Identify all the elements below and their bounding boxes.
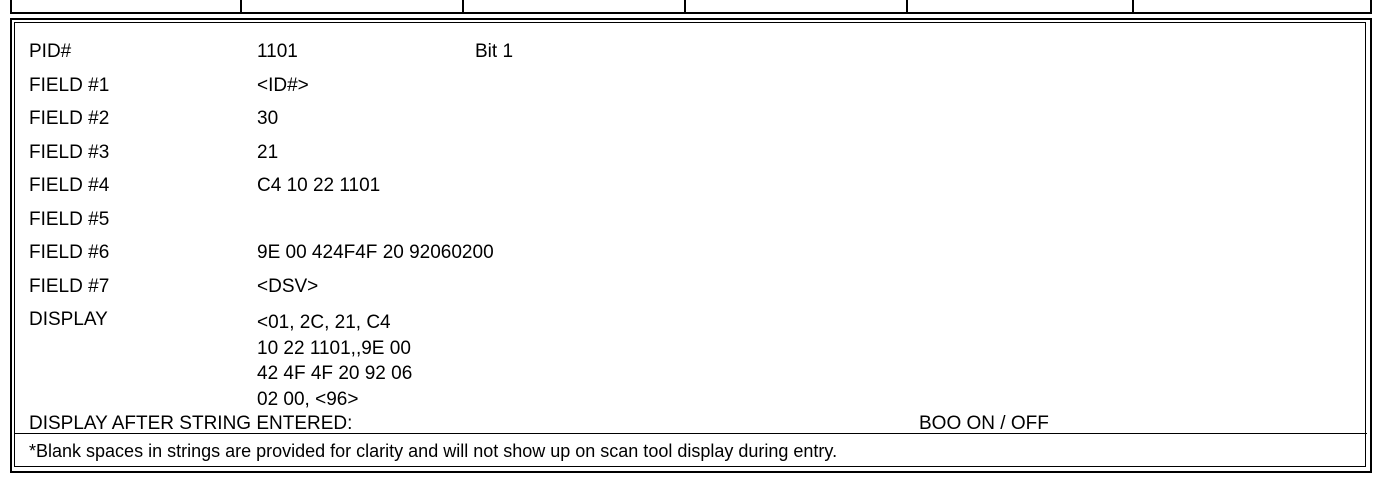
field-row: FIELD #5 — [29, 203, 1349, 237]
field-label: FIELD #6 — [29, 242, 110, 263]
column-tick — [684, 0, 686, 14]
display-after-string-row: DISPLAY AFTER STRING ENTERED: BOO ON / O… — [29, 407, 1349, 440]
field-row: FIELD #4 C4 10 22 1101 — [29, 169, 1349, 203]
pid-value: 1101 — [257, 41, 298, 62]
display-line: 10 22 1101,,9E 00 — [257, 337, 411, 359]
field-label: FIELD #1 — [29, 74, 110, 96]
footnote: *Blank spaces in strings are provided fo… — [29, 441, 838, 461]
previous-table-edge — [10, 0, 1372, 14]
display-line: 42 4F 4F 20 92 06 — [257, 363, 413, 384]
field-row: FIELD #6 9E 00 424F4F 20 92060200 — [29, 236, 1349, 270]
field-row: FIELD #1 <ID#> — [29, 69, 1349, 103]
field-row: FIELD #3 21 — [29, 136, 1349, 170]
footnote-divider — [15, 433, 1367, 434]
display-after-string-state: BOO ON / OFF — [919, 413, 1049, 434]
column-tick — [1132, 0, 1134, 14]
display-line: 02 00, <96> — [257, 388, 359, 410]
field-label: FIELD #3 — [29, 141, 110, 163]
field-value: 30 — [257, 108, 279, 129]
display-row: DISPLAY <01, 2C, 21, C4 10 22 1101,,9E 0… — [29, 303, 1349, 410]
display-after-string-label: DISPLAY AFTER STRING ENTERED: — [29, 413, 353, 434]
column-tick — [462, 0, 464, 14]
field-label: FIELD #5 — [29, 208, 110, 230]
pid-row: PID# 1101 Bit 1 — [29, 35, 1349, 69]
pid-bit: Bit 1 — [475, 41, 514, 62]
display-line: <01, 2C, 21, C4 — [257, 312, 391, 333]
display-value: <01, 2C, 21, C4 10 22 1101,,9E 00 42 4F … — [257, 310, 412, 412]
field-value: <ID#> — [257, 74, 309, 96]
field-label: FIELD #4 — [29, 175, 110, 196]
column-tick — [240, 0, 242, 14]
field-value: 21 — [257, 141, 279, 163]
pid-label: PID# — [29, 41, 72, 62]
field-value: C4 10 22 1101 — [257, 175, 381, 196]
field-value: 9E 00 424F4F 20 92060200 — [257, 242, 494, 263]
field-label: FIELD #2 — [29, 108, 110, 129]
field-value: <DSV> — [257, 275, 319, 297]
field-label: FIELD #7 — [29, 275, 110, 297]
display-label: DISPLAY — [29, 309, 108, 330]
pid-table: PID# 1101 Bit 1 FIELD #1 <ID#> FIELD #2 … — [10, 18, 1372, 473]
column-tick — [906, 0, 908, 14]
field-row: FIELD #7 <DSV> — [29, 270, 1349, 304]
pid-table-rows: PID# 1101 Bit 1 FIELD #1 <ID#> FIELD #2 … — [29, 35, 1349, 440]
field-row: FIELD #2 30 — [29, 102, 1349, 136]
pid-table-inner: PID# 1101 Bit 1 FIELD #1 <ID#> FIELD #2 … — [14, 22, 1367, 467]
